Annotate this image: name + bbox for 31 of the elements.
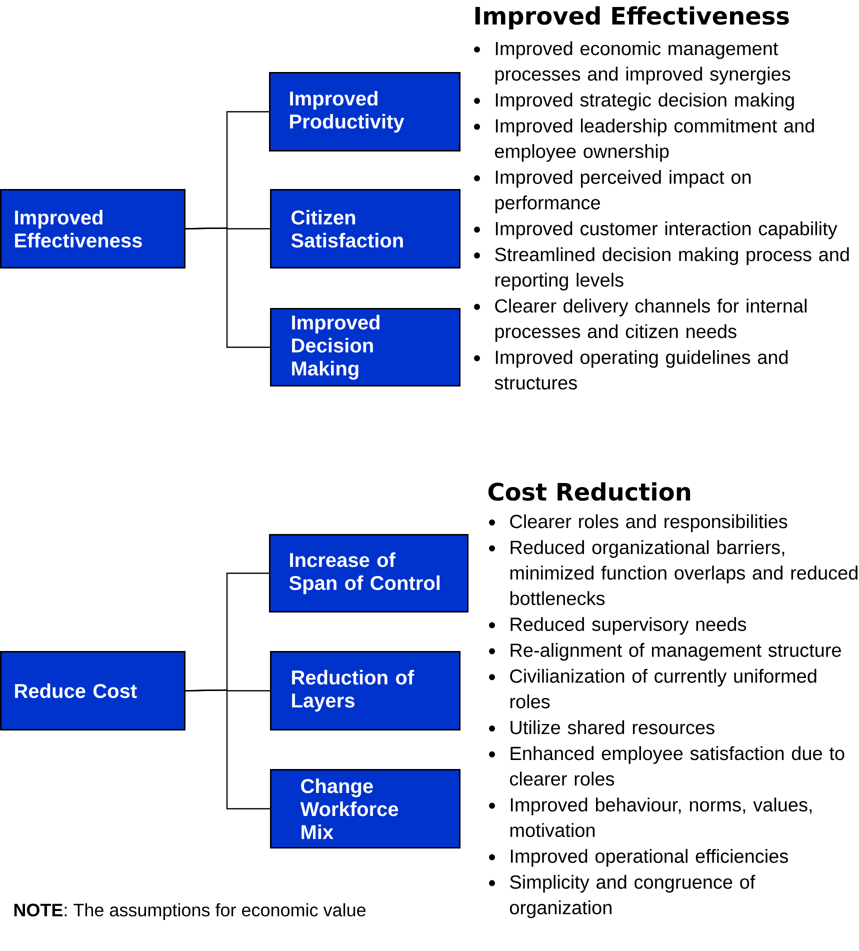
- process-box: Citizen Satisfaction: [270, 189, 460, 268]
- note-text: NOTE: The assumptions for economic value: [14, 903, 366, 920]
- bullet-item: Simplicity and congruence of organization: [489, 874, 756, 918]
- process-box: Increase of Span of Control: [269, 534, 468, 612]
- bullet-item: Improved customer interaction capability: [474, 221, 838, 240]
- bullet-item: Reduced organizational barriers, minimized function overlaps and reduced bottlenecks: [489, 540, 858, 606]
- bullet-item: Improved perceived impact on performance: [474, 170, 751, 214]
- bullet-item: Improved operating guidelines and structures: [474, 350, 788, 390]
- bullet-item: Enhanced employee satisfaction due to clearer roles: [489, 746, 844, 786]
- process-box: Improved Effectiveness: [0, 189, 186, 268]
- process-box: Improved Productivity: [269, 72, 460, 152]
- bullet-item: Utilize shared resources: [489, 720, 714, 734]
- bullet-item: Civilianization of currently uniformed roles: [489, 668, 816, 708]
- process-box: Reduction of Layers: [270, 651, 460, 730]
- process-box: Improved Decision Making: [270, 308, 460, 386]
- bullet-item: Improved leadership commitment and employee ownership: [474, 118, 814, 162]
- connector-line: [185, 689, 270, 810]
- process-box: Reduce Cost: [0, 651, 186, 730]
- bullet-item: Improved operational efficiencies: [489, 848, 788, 867]
- bullet-item: Clearer roles and responsibilities: [489, 514, 788, 532]
- process-box: Change Workforce Mix: [270, 769, 460, 848]
- bullet-item: Improved economic management processes and improved synergies: [474, 41, 790, 84]
- heading: Improved Effectiveness: [475, 6, 789, 30]
- bullet-item: Re-alignment of management structure: [489, 642, 841, 661]
- bullet-item: Streamlined decision making process and reporting levels: [474, 247, 849, 290]
- bullet-item: Reduced supervisory needs: [489, 617, 746, 635]
- bullet-item: Improved strategic decision making: [474, 92, 794, 110]
- heading: Cost Reduction: [488, 482, 690, 501]
- connector-line: [185, 227, 270, 348]
- bullet-item: Improved behaviour, norms, values, motivation: [489, 798, 812, 838]
- bullet-item: Clearer delivery channels for internal processes and citizen needs: [474, 298, 806, 342]
